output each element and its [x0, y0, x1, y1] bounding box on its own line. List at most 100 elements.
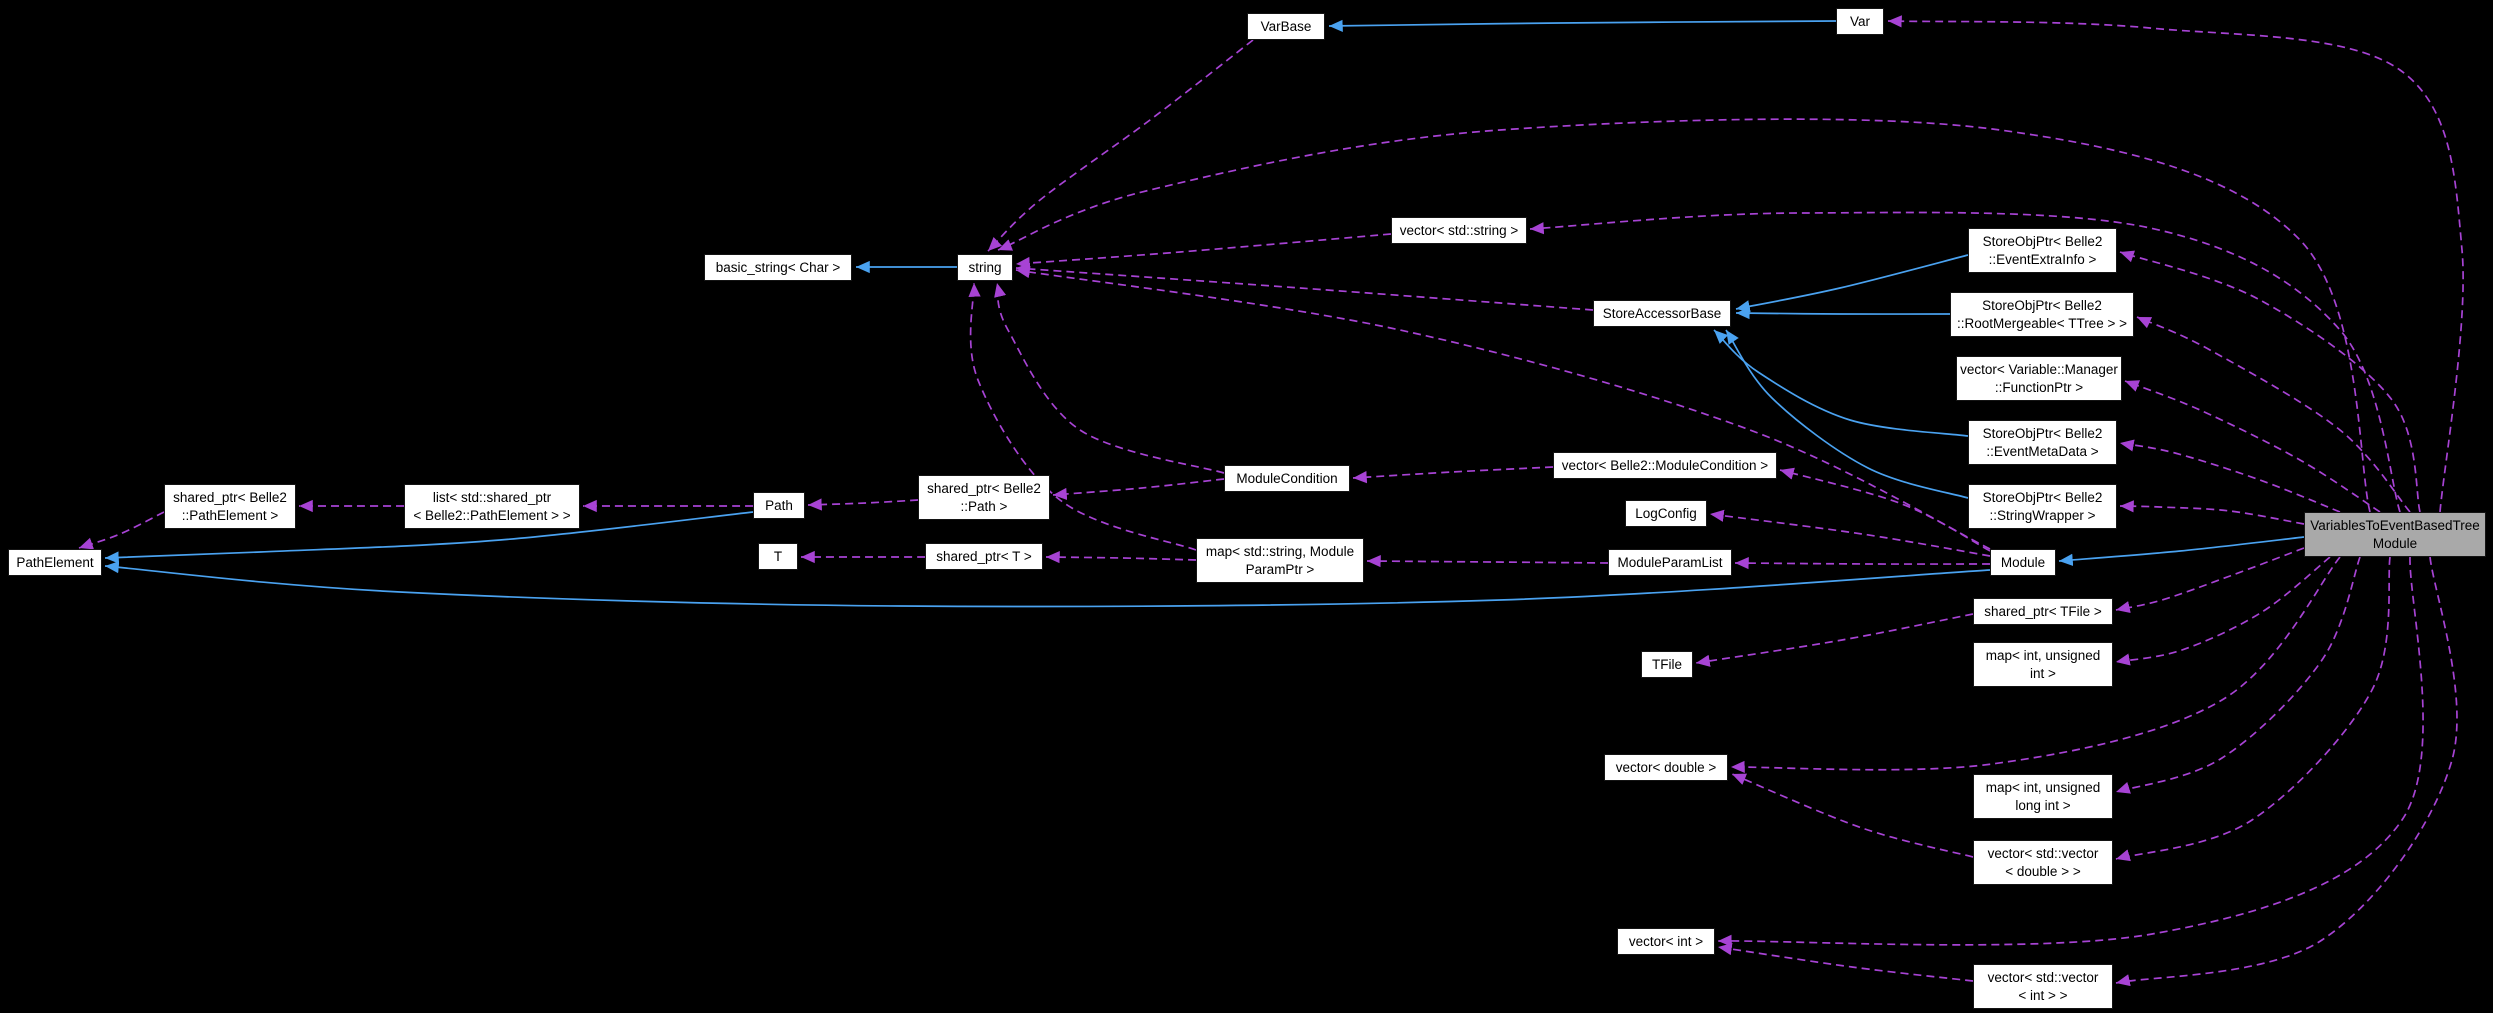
node-label: Var: [1849, 13, 1870, 29]
edge-varbase-string: [987, 39, 1254, 252]
node-vec_functionptr[interactable]: vector< Variable::Manager::FunctionPtr >: [1956, 356, 2122, 401]
node-label: ModuleCondition: [1236, 470, 1338, 486]
node-label: StoreObjPtr< Belle2: [1982, 425, 2103, 441]
node-label: Path: [765, 497, 793, 513]
edge-vec_vec_double-vector_double: [1731, 773, 1974, 858]
node-label: < Belle2::PathElement > >: [413, 507, 571, 523]
node-moduleparamlist[interactable]: ModuleParamList: [1608, 549, 1732, 576]
node-sop_rootmergeable[interactable]: StoreObjPtr< Belle2::RootMergeable< TTre…: [1950, 292, 2134, 337]
node-sop_stringwrapper[interactable]: StoreObjPtr< Belle2::StringWrapper >: [1968, 484, 2117, 529]
node-vec_modulecondition[interactable]: vector< Belle2::ModuleCondition >: [1553, 452, 1777, 479]
edge-storeaccessorbase-string: [1015, 262, 1594, 311]
node-list_sp_pathelement[interactable]: list< std::shared_ptr< Belle2::PathEleme…: [404, 484, 580, 529]
node-vector_int[interactable]: vector< int >: [1617, 928, 1715, 955]
edge-module-logconfig: [1709, 509, 1991, 557]
edge-vector_string-string: [1015, 233, 1392, 270]
edge-main-module: [2058, 536, 2305, 566]
node-t[interactable]: T: [758, 543, 798, 570]
edge-modulecondition-sp_path: [1052, 478, 1225, 501]
node-label: < double > >: [2005, 863, 2081, 879]
node-map_int_ulong[interactable]: map< int, unsigned long int >: [1973, 774, 2113, 819]
node-sp_path[interactable]: shared_ptr< Belle2::Path >: [918, 475, 1050, 520]
edge-sp_tfile-tfile: [1695, 613, 1974, 667]
node-label: VarBase: [1260, 18, 1312, 34]
node-label: Module: [2372, 535, 2418, 551]
node-label: PathElement: [16, 554, 94, 570]
edge-main-sop_eventmetadata: [2119, 439, 2341, 513]
edge-main-vector_int: [1717, 556, 2424, 947]
node-label: map< int, unsigned: [1985, 647, 2101, 663]
node-label: ::RootMergeable< TTree > >: [1957, 315, 2127, 331]
node-label: vector< int >: [1628, 933, 1704, 949]
edge-sp_pathelement-pathelement: [78, 511, 165, 550]
node-label: vector< Belle2::ModuleCondition >: [1561, 457, 1769, 473]
node-vec_vec_double[interactable]: vector< std::vector< double > >: [1973, 840, 2113, 885]
node-label: shared_ptr< T >: [936, 548, 1032, 564]
edge-main-vector_string: [1529, 211, 2401, 513]
edge-main-vec_vec_double: [2115, 556, 2391, 862]
edge-moduleparamlist-map_moduleparamptr: [1366, 554, 1609, 568]
node-string[interactable]: string: [957, 254, 1013, 281]
node-label: ModuleParamList: [1617, 554, 1723, 570]
node-modulecondition[interactable]: ModuleCondition: [1224, 465, 1350, 492]
edge-path-pathelement: [104, 511, 754, 564]
edge-module-vec_modulecondition: [1779, 467, 1991, 552]
edge-sp_path-path: [807, 498, 919, 511]
node-label: < int > >: [2018, 987, 2068, 1003]
edge-main-var: [1887, 15, 2464, 513]
edge-main-sop_stringwrapper: [2119, 500, 2305, 525]
node-label: vector< double >: [1615, 759, 1717, 775]
node-sp_t[interactable]: shared_ptr< T >: [925, 543, 1043, 570]
edge-module-moduleparamlist: [1734, 556, 1991, 570]
edge-sop_eventextrainfo-storeaccessorbase: [1735, 254, 1969, 313]
edge-main-sp_tfile: [2115, 547, 2305, 614]
node-pathelement[interactable]: PathElement: [8, 549, 102, 576]
node-label: ParamPtr >: [1245, 561, 1315, 577]
node-basic_string[interactable]: basic_string< Char >: [704, 254, 852, 281]
node-label: shared_ptr< Belle2: [927, 480, 1041, 496]
node-label: StoreObjPtr< Belle2: [1982, 297, 2102, 313]
node-label: vector< std::string >: [1399, 222, 1519, 238]
node-label: map< std::string, Module: [1205, 543, 1355, 559]
node-label: VariablesToEventBasedTree: [2310, 517, 2480, 533]
node-path[interactable]: Path: [753, 492, 805, 519]
node-label: StoreAccessorBase: [1602, 305, 1722, 321]
node-varbase[interactable]: VarBase: [1247, 13, 1325, 40]
node-tfile[interactable]: TFile: [1641, 651, 1693, 678]
node-var[interactable]: Var: [1836, 8, 1884, 35]
node-module[interactable]: Module: [1990, 549, 2056, 576]
node-label: StoreObjPtr< Belle2: [1982, 233, 2103, 249]
node-label: ::FunctionPtr >: [1994, 379, 2084, 395]
node-sp_tfile[interactable]: shared_ptr< TFile >: [1973, 598, 2113, 625]
node-label: TFile: [1652, 656, 1682, 672]
node-label: vector< std::vector: [1987, 969, 2099, 985]
edge-main-map_int_uint: [2115, 556, 2331, 666]
node-label: basic_string< Char >: [715, 259, 841, 275]
edge-main-vec_functionptr: [2124, 380, 2381, 513]
edge-sop_eventmetadata-storeaccessorbase: [1713, 329, 1969, 437]
node-label: shared_ptr< Belle2: [173, 489, 287, 505]
edge-module-pathelement: [104, 561, 1991, 608]
node-label: T: [773, 548, 783, 564]
node-label: long int >: [2015, 797, 2071, 813]
edge-vec_vec_int-vector_int: [1717, 942, 1974, 982]
node-label: vector< std::vector: [1987, 845, 2099, 861]
node-storeaccessorbase[interactable]: StoreAccessorBase: [1593, 300, 1731, 327]
node-label: ::EventExtraInfo >: [1988, 251, 2097, 267]
node-label: ::StringWrapper >: [1989, 507, 2096, 523]
node-vec_vec_int[interactable]: vector< std::vector< int > >: [1973, 964, 2113, 1009]
node-vector_string[interactable]: vector< std::string >: [1391, 217, 1527, 244]
edge-modulecondition-string: [994, 282, 1225, 474]
node-label: map< int, unsigned: [1985, 779, 2101, 795]
node-sop_eventmetadata[interactable]: StoreObjPtr< Belle2::EventMetaData >: [1968, 420, 2117, 465]
node-logconfig[interactable]: LogConfig: [1625, 500, 1707, 527]
node-vector_double[interactable]: vector< double >: [1604, 754, 1728, 781]
node-label: ::EventMetaData >: [1986, 443, 2099, 459]
node-label: vector< Variable::Manager: [1960, 361, 2118, 377]
edge-sop_stringwrapper-storeaccessorbase: [1725, 329, 1969, 499]
node-sop_eventextrainfo[interactable]: StoreObjPtr< Belle2::EventExtraInfo >: [1968, 228, 2117, 273]
node-sp_pathelement[interactable]: shared_ptr< Belle2::PathElement >: [164, 484, 296, 529]
